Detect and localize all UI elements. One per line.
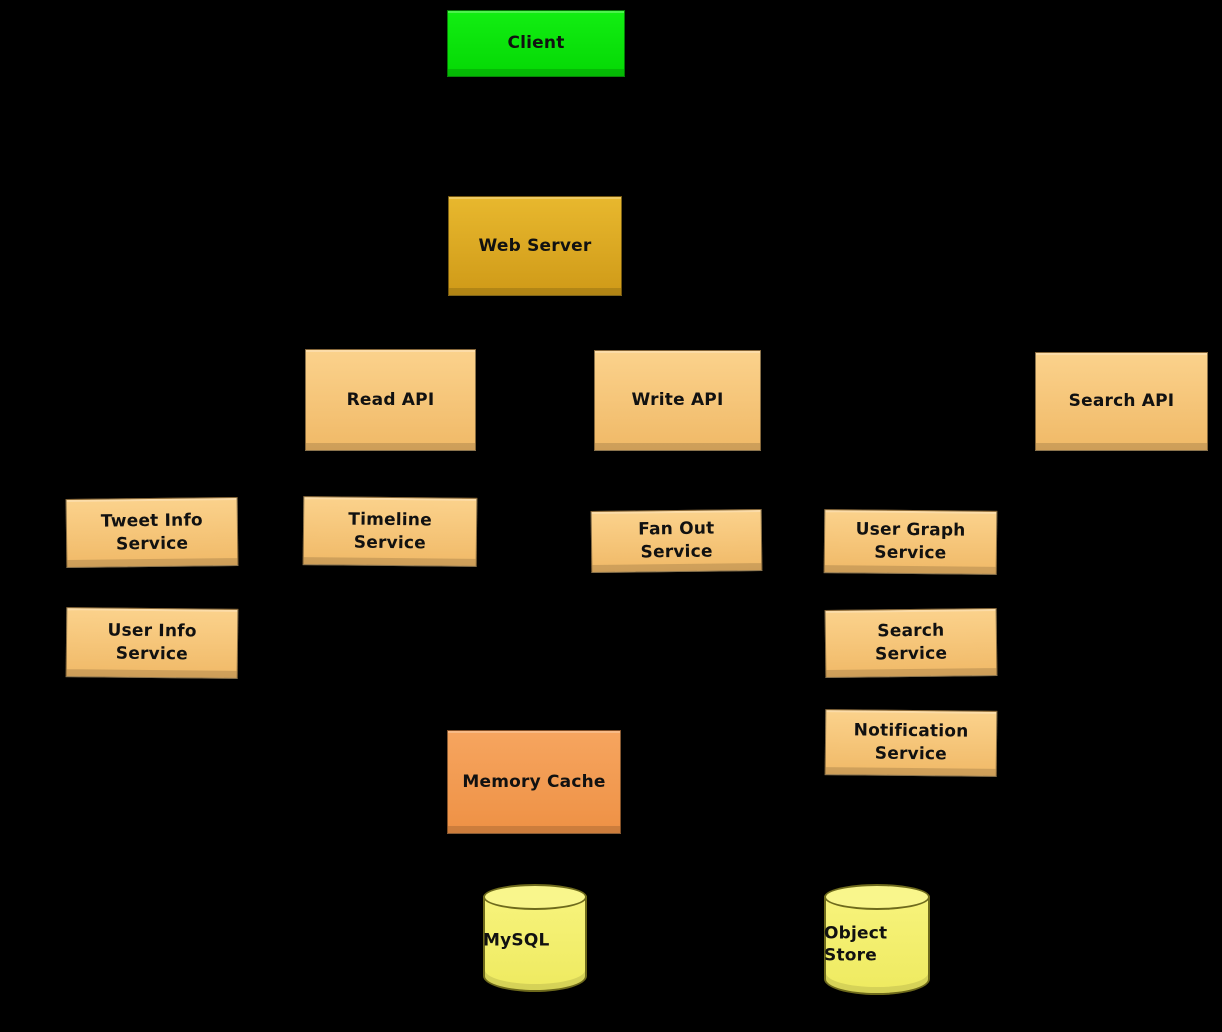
node-tweet-info-service-label: Tweet Info Service [100, 509, 203, 554]
node-web-server-label: Web Server [478, 235, 592, 256]
node-write-api: Write API [594, 350, 761, 451]
node-object-store-database: Object Store [824, 884, 930, 995]
node-fan-out-service: Fan Out Service [590, 508, 763, 574]
node-client: Client [447, 10, 625, 77]
node-user-info-service: User Info Service [65, 607, 239, 679]
node-mysql-label: MySQL [483, 930, 550, 951]
node-web-server: Web Server [448, 196, 622, 296]
node-memory-cache: Memory Cache [447, 730, 621, 834]
node-notification-service: Notification Service [824, 709, 998, 777]
node-search-service: Search Service [824, 607, 998, 679]
node-fan-out-service-label: Fan Out Service [638, 518, 715, 563]
node-timeline-service: Timeline Service [302, 496, 478, 567]
node-read-api: Read API [305, 349, 476, 451]
database-cylinder-body [824, 896, 930, 995]
node-client-label: Client [507, 33, 565, 54]
node-search-api: Search API [1035, 352, 1208, 451]
node-mysql-database: MySQL [483, 884, 587, 992]
node-object-store-label: Object Store [824, 923, 888, 967]
database-cylinder-body [483, 896, 587, 992]
node-search-service-label: Search Service [874, 620, 948, 665]
node-user-graph-service-label: User Graph Service [855, 519, 966, 564]
database-cylinder-top [483, 884, 587, 910]
node-write-api-label: Write API [631, 390, 724, 411]
node-memory-cache-label: Memory Cache [462, 771, 606, 792]
node-read-api-label: Read API [346, 389, 435, 410]
database-cylinder-top [824, 884, 930, 910]
node-notification-service-label: Notification Service [853, 720, 969, 765]
node-search-api-label: Search API [1068, 391, 1175, 412]
node-timeline-service-label: Timeline Service [348, 509, 433, 553]
node-user-graph-service: User Graph Service [823, 509, 998, 575]
node-user-info-service-label: User Info Service [107, 620, 197, 665]
node-tweet-info-service: Tweet Info Service [65, 496, 239, 569]
